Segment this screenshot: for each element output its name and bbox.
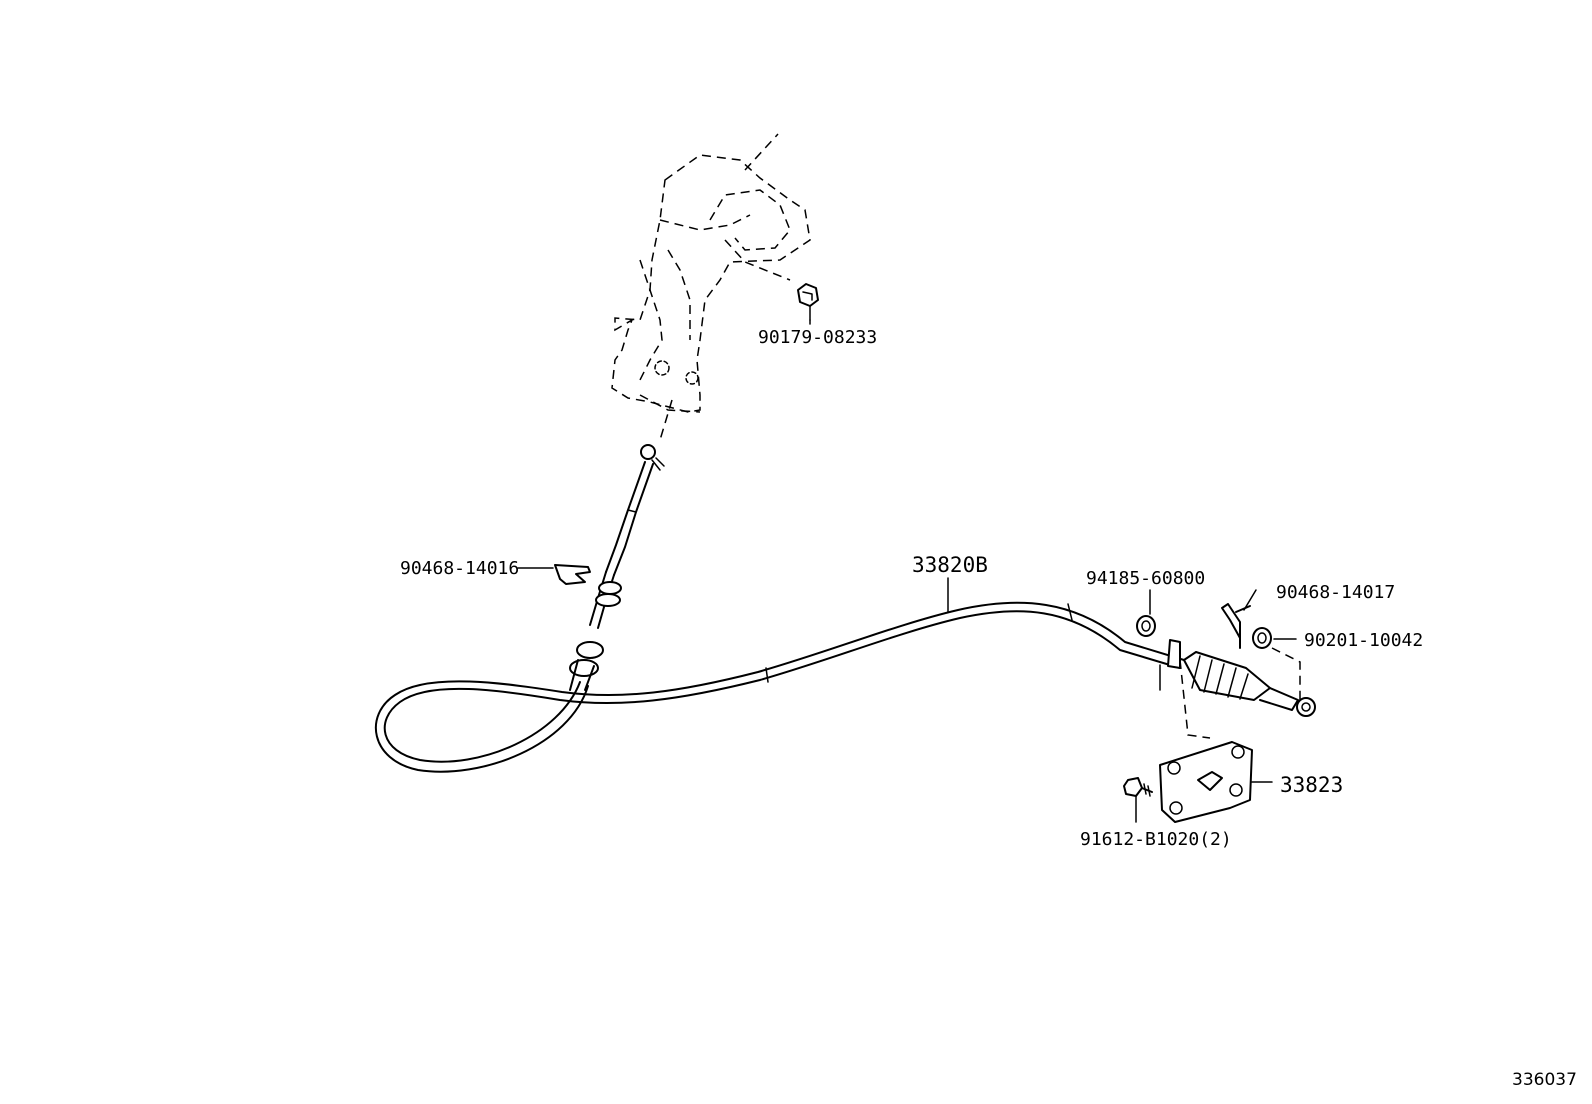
cable-upper-end [605, 444, 665, 576]
label-91612-B1020: 91612-B1020(2) [1080, 829, 1232, 850]
label-90468-14017: 90468-14017 [1276, 582, 1395, 603]
illustration-number: 336037 [1512, 1070, 1577, 1090]
label-33823: 33823 [1280, 773, 1343, 797]
label-90201-10042: 90201-10042 [1304, 630, 1423, 651]
nut-90179 [797, 283, 819, 321]
label-33820B: 33820B [912, 553, 988, 577]
cable-grommet [569, 571, 622, 691]
clip-90468-14016 [554, 564, 591, 585]
label-94185-60800: 94185-60800 [1086, 568, 1205, 589]
clip-90468-14017 [1221, 603, 1251, 649]
leader-lines [517, 319, 1297, 823]
shift-lever-housing [611, 133, 811, 441]
bracket-plate-33823 [1159, 659, 1253, 823]
washer-90201 [1252, 627, 1301, 700]
label-90468-14016: 90468-14016 [400, 558, 519, 579]
bolt-91612 [1123, 777, 1153, 797]
bushing-94185 [1136, 615, 1156, 637]
label-90179-08233: 90179-08233 [758, 327, 877, 348]
transmission-control-cable [374, 601, 1316, 773]
